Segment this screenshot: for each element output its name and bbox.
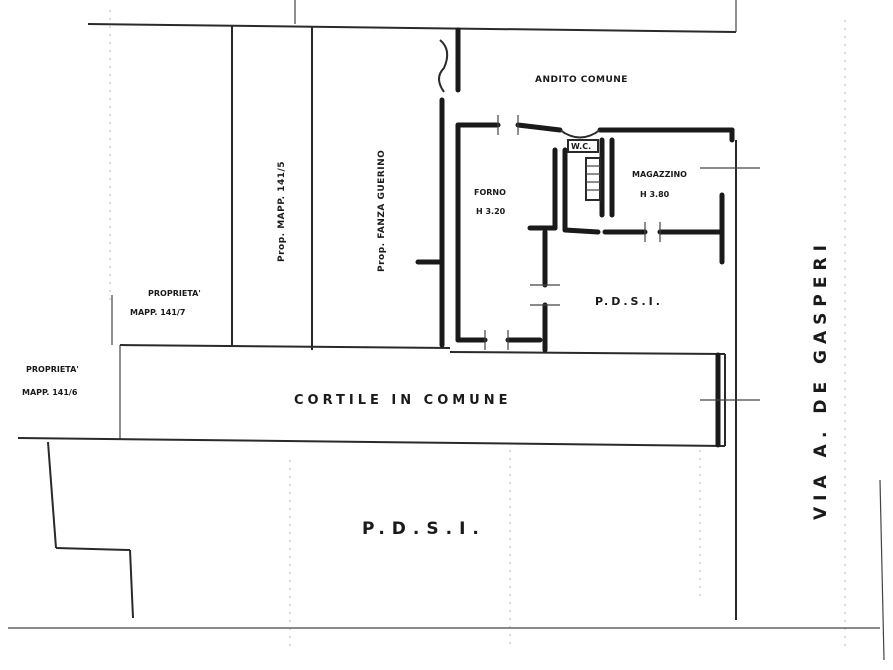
- label-mapp-141-7: MAPP. 141/7: [130, 308, 185, 317]
- label-prop-fanza: Prop. FANZA GUERINO: [377, 150, 387, 272]
- label-forno-height: H 3.20: [476, 207, 506, 216]
- label-pdsi-upper: P.D.S.I.: [595, 295, 663, 308]
- label-proprieta-6: PROPRIETA': [26, 365, 79, 374]
- label-forno: FORNO: [474, 188, 506, 197]
- label-mapp-141-6: MAPP. 141/6: [22, 388, 78, 397]
- label-pdsi-lower: P.D.S.I.: [362, 519, 486, 539]
- label-magazzino: MAGAZZINO: [632, 170, 687, 179]
- label-prop-mapp-141-5: Prop. MAPP. 141/5: [277, 161, 287, 262]
- openings: [438, 39, 760, 401]
- label-cortile-comune: CORTILE IN COMUNE: [294, 393, 512, 408]
- background-guides: [109, 10, 846, 650]
- building-walls: [415, 27, 735, 448]
- label-andito-comune: ANDITO COMUNE: [535, 75, 628, 85]
- labels: ANDITO COMUNE Prop. MAPP. 141/5 Prop. FA…: [22, 75, 831, 539]
- label-via-de-gasperi: VIA A. DE GASPERI: [811, 239, 831, 520]
- property-lines: [8, 0, 885, 661]
- label-proprieta-7: PROPRIETA': [148, 289, 201, 298]
- label-wc: W.C.: [571, 142, 591, 151]
- staircase: [585, 157, 601, 201]
- label-magazzino-height: H 3.80: [640, 190, 670, 199]
